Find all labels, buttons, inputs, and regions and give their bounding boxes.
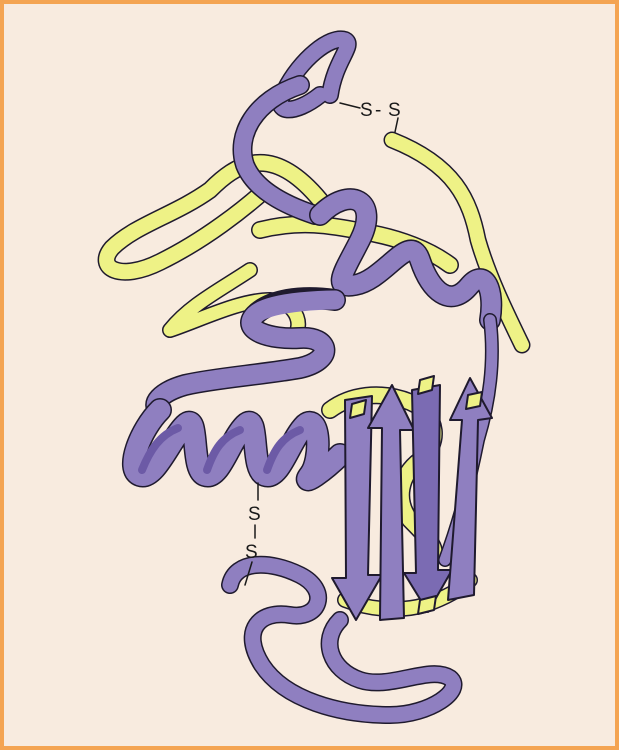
disulfide-bottom-s1: S	[248, 504, 261, 525]
beta-strand-1	[332, 396, 382, 620]
disulfide-top-s1: S	[360, 100, 373, 121]
disulfide-top-s2: S	[388, 100, 401, 121]
beta-strand-3	[404, 385, 452, 612]
purple-chain	[134, 39, 492, 715]
disulfide-top-dash: -	[375, 100, 381, 121]
beta-strand-4	[448, 378, 492, 600]
beta-sheet	[332, 376, 492, 620]
disulfide-bottom-s2: S	[245, 542, 258, 563]
